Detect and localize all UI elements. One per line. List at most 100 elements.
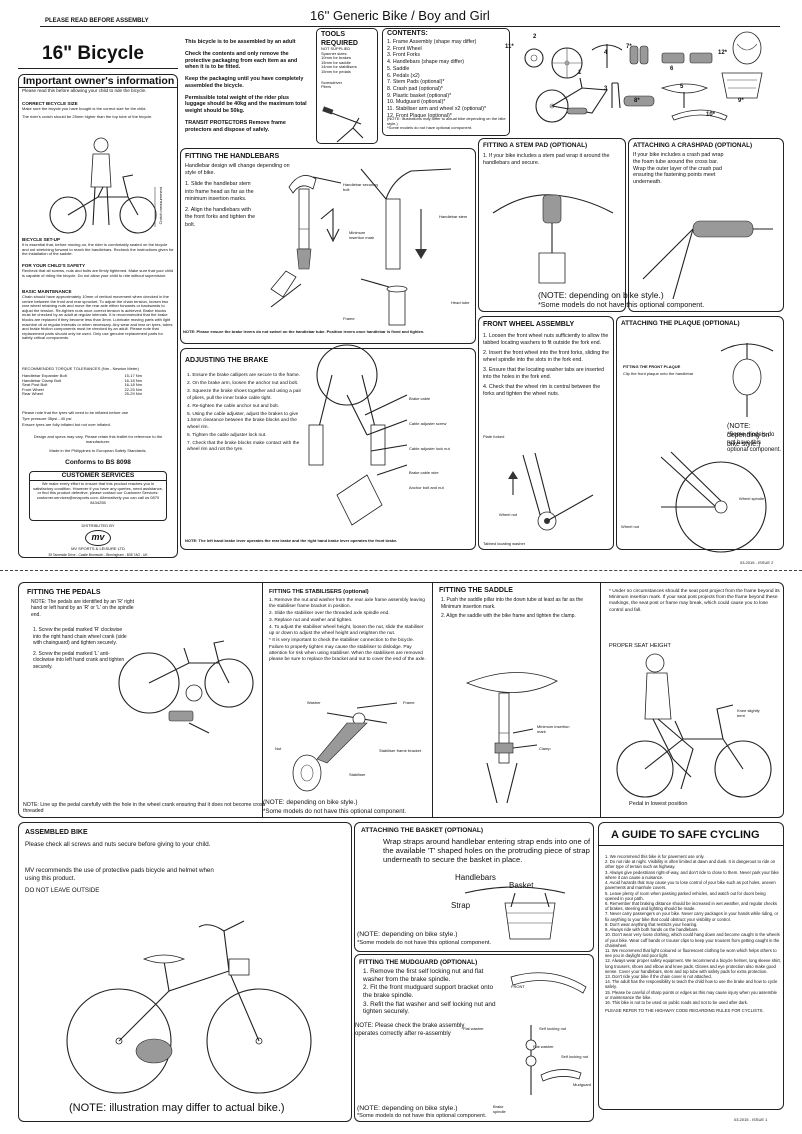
plaque-illustration	[720, 343, 774, 417]
conforms: Conforms to BS 8098	[65, 459, 131, 466]
tools-icon	[322, 106, 364, 143]
basket-note1: (NOTE: depending on bike style.)	[357, 931, 458, 938]
basket-panel: ATTACHING THE BASKET (optional) Wrap str…	[354, 822, 594, 952]
brake-label: Cable adjuster screw	[409, 421, 447, 426]
saddle-warning: * Under no circumstances should the seat…	[609, 589, 780, 613]
design-note: Design and specs may vary. Please retain…	[33, 434, 163, 444]
contents-item: 9. Plastic basket (optional)*	[387, 92, 452, 99]
mudguard-panel: FITTING THE MUDGUARD (optional) 1. Remov…	[354, 954, 594, 1122]
handlebar-stem-illustration	[270, 168, 452, 326]
assembled-text: Please check all screws and nuts secure …	[25, 841, 211, 848]
pedals-step: 1. Screw the pedal marked 'R' clockwise …	[33, 627, 127, 646]
plaque-note1: (NOTE: depending on bike style.)	[727, 423, 770, 448]
part-label: 3	[604, 86, 608, 92]
brake-caliper-illustration	[308, 344, 408, 526]
front-wheel-panel: FRONT WHEEL ASSEMBLY 1. Loosen the front…	[478, 316, 614, 550]
mudguard-step: 2. Fit the front mudguard support bracke…	[363, 984, 494, 1000]
part-label: 12*	[718, 50, 728, 56]
pedal-pos-label: Pedal in lowest position	[629, 801, 688, 807]
mv-logo: mv	[85, 530, 111, 546]
brake-note: NOTE: The left hand brake lever operates…	[185, 538, 398, 543]
part-label: 2	[533, 34, 537, 40]
handlebar-label: Frame	[343, 316, 355, 321]
pedals-note: NOTE: Line up the pedal carefully with t…	[23, 802, 266, 814]
brake-step: 6. Tighten the cable adjuster lock nut.	[187, 432, 267, 438]
mud-label: Self locking nut	[539, 1026, 567, 1031]
safe-item: 10. Don't wear very loose clothing, whic…	[605, 932, 780, 948]
contents-item: 2. Front Wheel	[387, 45, 422, 52]
mudguard-step: 1. Remove the first self locking nut and…	[363, 968, 484, 983]
mudguard-illustration	[510, 972, 587, 1095]
contents-list: 1. Frame Assembly (shape may differ) 2. …	[387, 39, 509, 120]
brake-step: 4. Re-tighten the cable anchor nut and b…	[187, 403, 280, 409]
mudguard-title: FITTING THE MUDGUARD (optional)	[359, 959, 478, 966]
pedals-title: FITTING THE PEDALS	[27, 589, 101, 596]
address: 35 Tameside Drive - Castle Bromwich - Bi…	[48, 553, 148, 557]
tools-box: TOOLS REQUIRED NOT SUPPLIED Spanner size…	[316, 28, 378, 144]
assembled-bike-illustration	[66, 920, 312, 1094]
contents-item: 6. Pedals (x2)	[387, 72, 420, 79]
intro-p1: This bicycle is to be assembled by an ad…	[185, 39, 296, 45]
brake-step: 2. On the brake arm, loosen the anchor n…	[187, 381, 299, 387]
contents-note: (NOTE: Illustrations may differ to actua…	[387, 116, 509, 131]
intro-p5: TRANSIT PROTECTORS Remove frame protecto…	[185, 119, 286, 133]
stab-note1: (NOTE: depending on bike style.)	[263, 799, 358, 806]
contents-item: 3. Front Forks	[387, 52, 420, 59]
saddle-step: 2. Align the saddle with the bike frame …	[441, 613, 576, 619]
front-wheel-steps: 1. Loosen the front wheel nuts sufficien…	[483, 333, 611, 398]
part-label: 9*	[738, 98, 744, 104]
saddle-illustration	[465, 672, 558, 804]
doc-title: 16'' Generic Bike / Boy and Girl	[310, 8, 490, 23]
stab-label: Washer	[307, 700, 321, 705]
brake-step: 7. Check that the brake blocks make cont…	[187, 441, 300, 453]
handlebar-label: Handlebar stem	[439, 214, 468, 219]
brake-label: Anchor bolt and nut	[409, 485, 444, 490]
safe-refer: PLEASE REFER TO THE HIGHWAY CODE REGARDI…	[605, 1008, 764, 1014]
maint-text: Chain should have approximately 10mm of …	[22, 294, 173, 341]
child-on-bike-illustration	[49, 137, 157, 234]
safe-title: A GUIDE TO SAFE CYCLING	[611, 829, 760, 841]
assembled-rec: MV recommends the use of protective pads…	[25, 867, 214, 882]
contents-parts-illustration	[524, 31, 763, 123]
contents-item: 8. Crash pad (optional)*	[387, 86, 443, 93]
maint-title: BASIC MAINTENANCE	[22, 289, 72, 294]
stabilisers-step: * It is very important to check the stab…	[269, 638, 426, 662]
handlebar-label: Handlebar securing bolt	[343, 182, 378, 192]
stab-note2: *Some models do not have this optional c…	[263, 808, 407, 815]
plaque-panel: ATTACHING THE PLAQUE (optional) FITTING …	[616, 316, 784, 553]
contents-item: 4. Handlebars (shape may differ)	[387, 59, 465, 66]
torque-part: Seat Post Bolt	[22, 382, 48, 388]
assembled-title: ASSEMBLED BIKE	[25, 829, 88, 836]
contents-item: 7. Stem Pads (optional)*	[387, 79, 445, 86]
basket-label: Basket	[509, 881, 534, 890]
intro-p4: Permissible total weight of the rider pl…	[185, 94, 307, 115]
stabiliser-illustration	[292, 702, 398, 792]
safe-item: 12. Always wear proper safety equipment.…	[605, 958, 781, 974]
part-label: 10*	[706, 112, 716, 118]
brake-step: 5. Using the cable adjuster, adjust the …	[187, 412, 299, 430]
made-in: Made in the Philippines to European Safe…	[49, 448, 147, 453]
safe-item: 13. Don't ride your bike if the chain co…	[605, 974, 712, 980]
safe-item: 5. Leave plenty of room when passing par…	[605, 890, 766, 901]
customer-services-box: CUSTOMER SERVICES We make every effort t…	[29, 471, 167, 521]
stem-pad-title: FITTING A STEM PAD (optional)	[483, 142, 588, 149]
note-depending: (NOTE: depending on bike style.)	[538, 290, 664, 300]
front-wheel-step: 1. Loosen the front wheel nuts sufficien…	[483, 333, 609, 346]
handlebars-step: 1. Slide the handlebar stem into frame h…	[185, 181, 254, 203]
contents-item: 1. Frame Assembly (shape may differ)	[387, 39, 477, 45]
safe-item: 11. We recommend that light coloured or …	[605, 947, 777, 959]
saddle-steps: 1. Push the saddle pillar into the down …	[441, 597, 591, 620]
safe-item: 8. Don't wear anything that restricts yo…	[605, 921, 698, 927]
setup-title: BICYCLE SET-UP	[22, 237, 61, 242]
brake-step: 1. Ensure the brake callipers are secure…	[187, 373, 301, 378]
torque-part: Front Wheel	[22, 386, 44, 392]
part-label: 1	[578, 70, 582, 76]
basket-label: Strap	[451, 901, 471, 910]
assembled-outside: DO NOT LEAVE OUTSIDE	[25, 887, 100, 894]
plaque-note2: *Some models do not have this optional c…	[727, 432, 782, 453]
stem-pad-text: 1. If your bike includes a stem pad wrap…	[483, 153, 610, 166]
torque-value: 16-18 Nm	[124, 377, 142, 383]
assembled-panel: ASSEMBLED BIKE Please check all screws a…	[18, 822, 352, 1122]
intro-block: This bicycle is to be assembled by an ad…	[185, 39, 310, 133]
